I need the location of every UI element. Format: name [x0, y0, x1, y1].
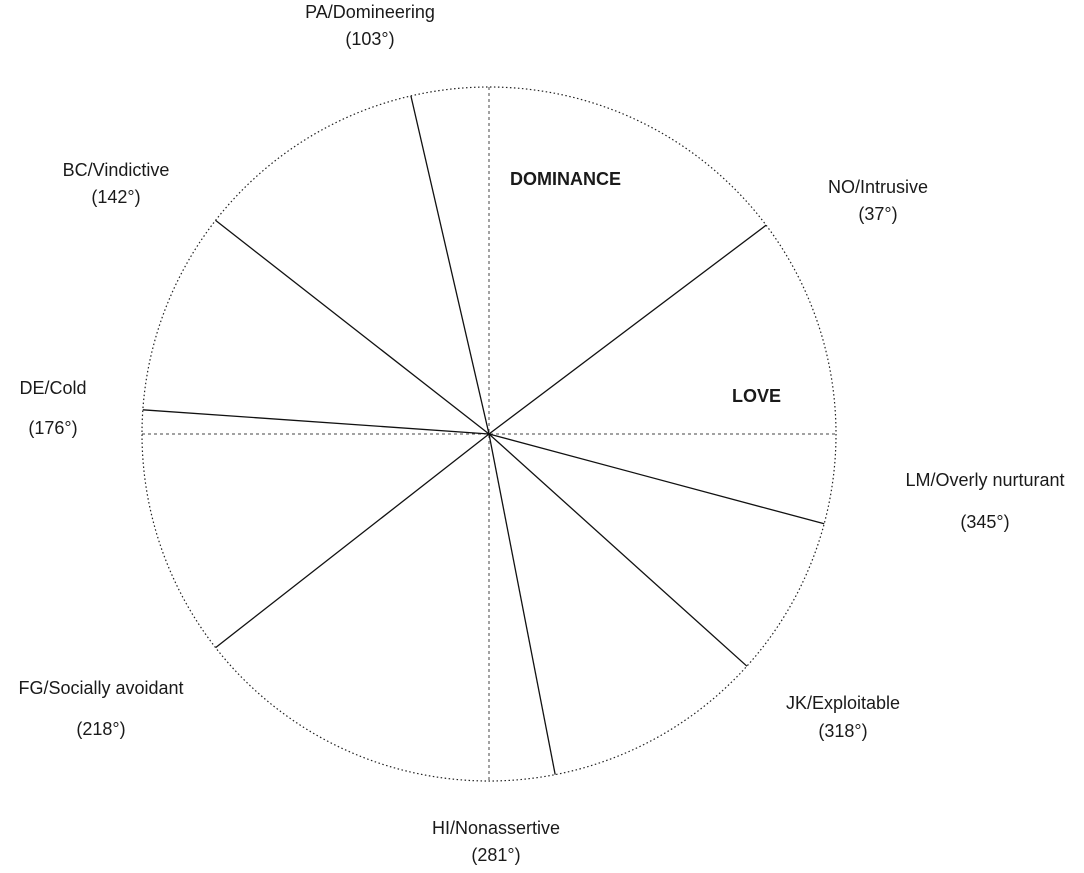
- label-jk-angle: (318°): [818, 721, 867, 741]
- segment-ray-7: [488, 433, 556, 775]
- segment-ray-1: [215, 219, 490, 435]
- label-de-cold: DE/Cold: [19, 378, 86, 398]
- label-pa-domineering: PA/Domineering: [305, 2, 435, 22]
- label-no-angle: (37°): [858, 204, 897, 224]
- circumplex-geometry: [141, 86, 837, 782]
- label-hi-nonassertive: HI/Nonassertive: [432, 818, 560, 838]
- label-jk-exploitable: JK/Exploitable: [786, 693, 900, 713]
- segment-ray-5: [215, 433, 490, 649]
- label-pa-angle: (103°): [345, 29, 394, 49]
- label-bc-vindictive: BC/Vindictive: [63, 160, 170, 180]
- segment-ray-0: [410, 95, 490, 435]
- label-no-intrusive: NO/Intrusive: [828, 177, 928, 197]
- segment-ray-4: [488, 433, 825, 525]
- label-fg-angle: (218°): [76, 719, 125, 739]
- label-hi-angle: (281°): [471, 845, 520, 865]
- label-lm-overly-nurturant: LM/Overly nurturant: [905, 470, 1064, 490]
- label-fg-socially-avoidant: FG/Socially avoidant: [18, 678, 183, 698]
- label-lm-angle: (345°): [960, 512, 1009, 532]
- segment-ray-3: [142, 409, 490, 435]
- label-de-angle: (176°): [28, 418, 77, 438]
- outer-circle: [141, 86, 837, 782]
- axis-title-dominance: DOMINANCE: [510, 169, 621, 189]
- axis-title-love: LOVE: [732, 386, 781, 406]
- segment-ray-6: [488, 433, 748, 667]
- segment-ray-2: [488, 224, 767, 435]
- label-bc-angle: (142°): [91, 187, 140, 207]
